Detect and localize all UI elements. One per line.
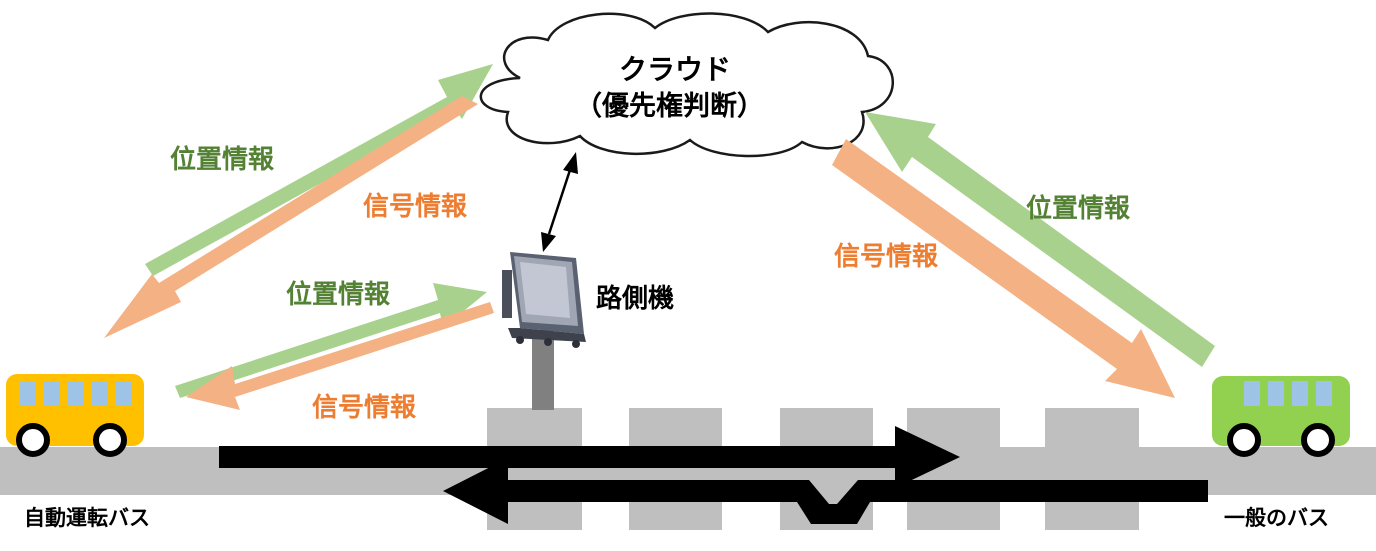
cloud-roadside-link-arrow — [541, 152, 578, 252]
roadside-unit-box — [502, 252, 586, 348]
roadside-signal-arrow — [186, 302, 494, 410]
regular-bus-icon — [1212, 376, 1350, 457]
traffic-flow-left-arrow — [443, 458, 1208, 524]
traffic-flow-right-arrow — [219, 426, 960, 488]
cloud-title: クラウド — [619, 53, 732, 86]
cloud-subtitle: （優先権判断） — [575, 91, 764, 122]
roadside-position-arrow — [175, 283, 487, 398]
left-cloud-signal-arrow — [104, 96, 478, 338]
autonomous-bus-icon — [6, 374, 144, 457]
roadside-signal-label: 信号情報 — [312, 393, 417, 423]
roadside-position-label: 位置情報 — [286, 280, 391, 310]
cloud-shape — [479, 12, 894, 158]
left-cloud-position-arrow — [145, 64, 493, 276]
right-cloud-signal-arrow — [832, 139, 1175, 398]
left-cloud-position-label: 位置情報 — [170, 145, 275, 175]
right-cloud-position-label: 位置情報 — [1026, 194, 1131, 224]
regular-bus-label: 一般のバス — [1224, 506, 1329, 530]
right-cloud-position-arrow — [865, 112, 1215, 367]
left-cloud-signal-label: 信号情報 — [363, 192, 468, 222]
roadside-unit-pole — [532, 330, 554, 410]
autonomous-bus-label: 自動運転バス — [24, 506, 150, 530]
roadside-unit-label: 路側機 — [596, 284, 675, 314]
right-cloud-signal-label: 信号情報 — [834, 242, 939, 272]
